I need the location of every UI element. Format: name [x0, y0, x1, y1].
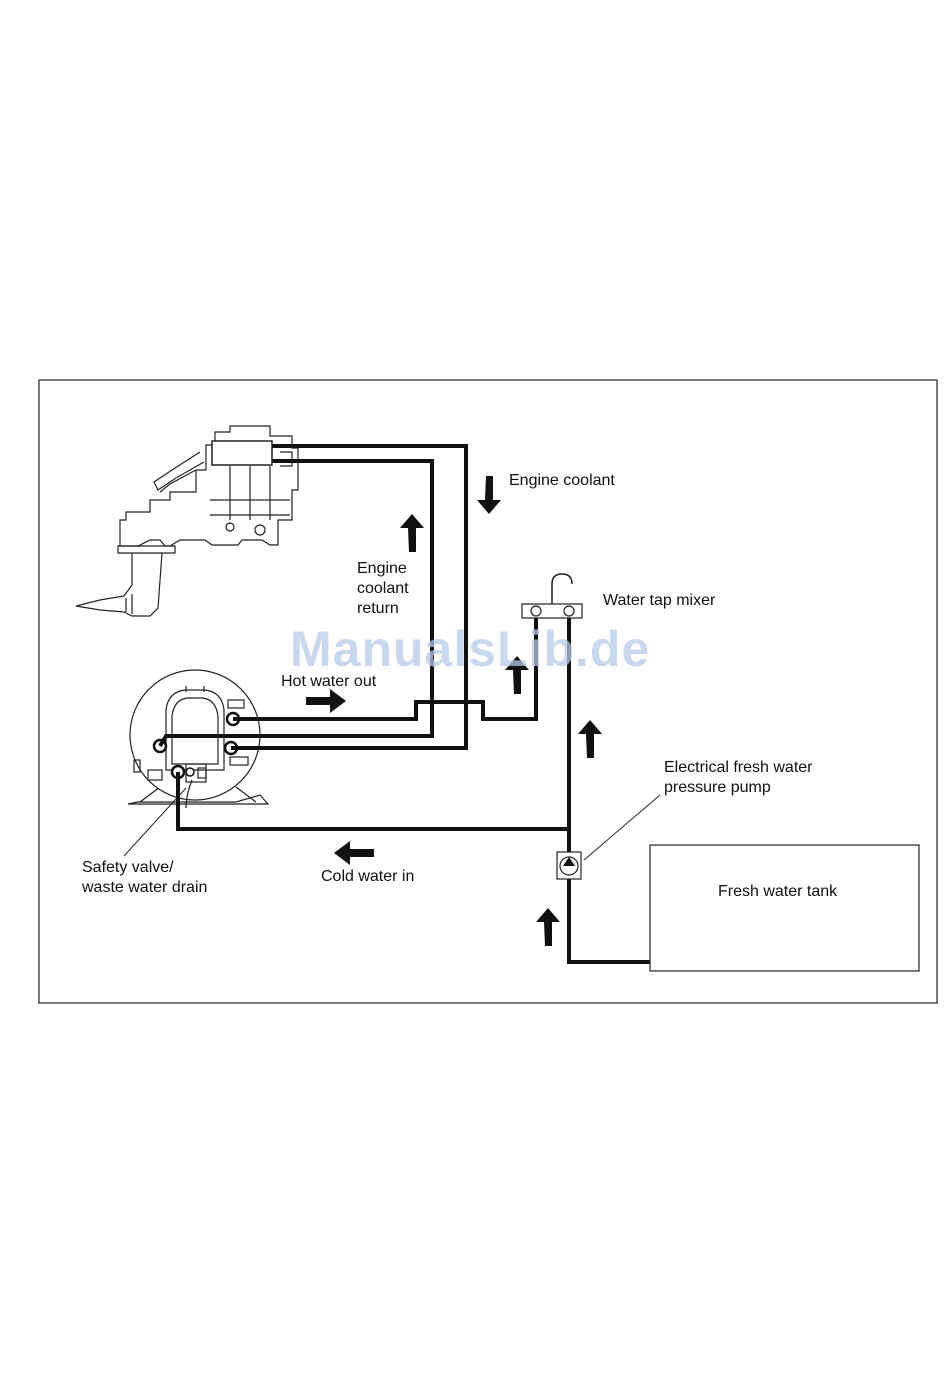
label-engine-coolant: Engine coolant [509, 471, 615, 491]
label-water-tap-mixer: Water tap mixer [603, 591, 715, 611]
arrow-left-cold-water [334, 841, 374, 865]
water-tap-mixer [522, 574, 582, 618]
arrow-down-engine-coolant [477, 476, 501, 514]
pressure-pump [557, 852, 581, 879]
watermark: ManualsLib.de [290, 620, 650, 678]
label-electrical-pump: Electrical fresh water pressure pump [664, 758, 813, 798]
safety-valve-port [186, 768, 194, 776]
arrow-right-hot-water [306, 689, 346, 713]
label-cold-water-in: Cold water in [321, 867, 414, 887]
label-engine-coolant-return: Engine coolant return [357, 559, 409, 619]
label-safety-valve: Safety valve/ waste water drain [82, 858, 207, 898]
engine-heat-exchanger [212, 441, 272, 465]
fresh-water-tank [650, 845, 919, 971]
arrow-up-coolant-return [400, 514, 424, 552]
arrow-up-riser [578, 720, 602, 758]
arrow-up-from-tank [536, 908, 560, 946]
pump-leader [584, 795, 660, 860]
label-fresh-water-tank: Fresh water tank [718, 882, 837, 902]
